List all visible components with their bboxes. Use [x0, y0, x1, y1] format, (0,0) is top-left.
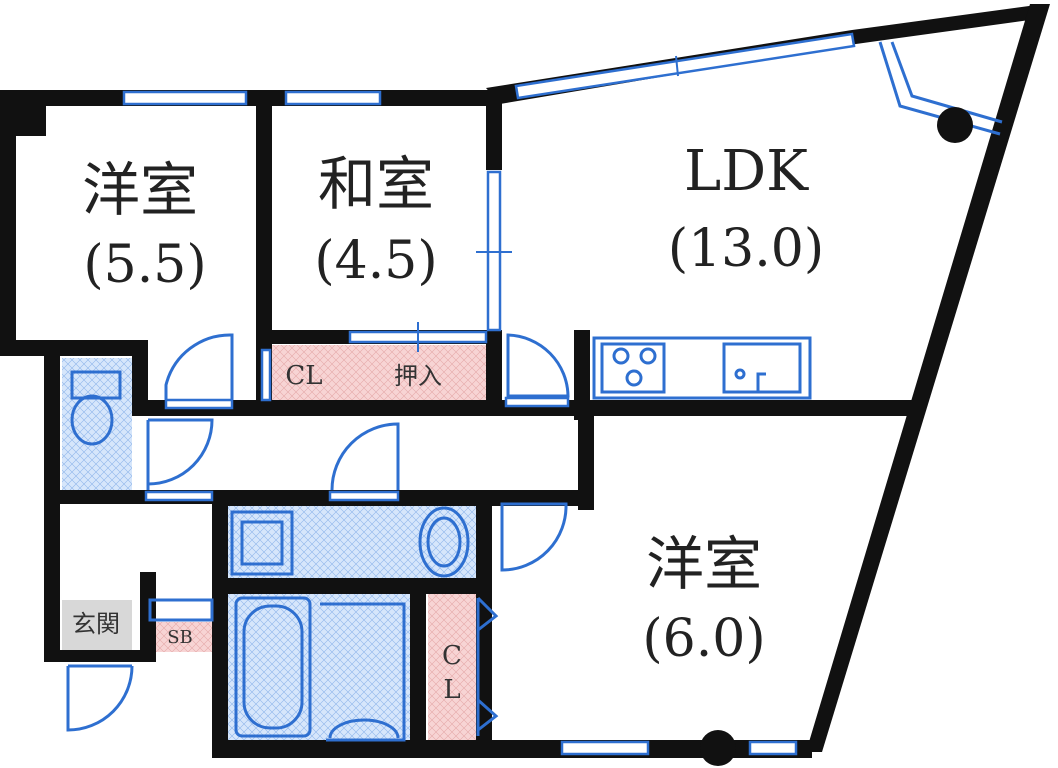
washroom-floor — [228, 505, 478, 580]
closet-2-fill — [428, 594, 478, 740]
room-name-ldk: LDK — [684, 139, 809, 204]
doors — [66, 333, 570, 732]
genkan-fill — [62, 600, 132, 652]
room-size-japanese: (4.5) — [314, 231, 437, 291]
closet-2-doors — [476, 596, 499, 736]
closet-2-label-c: C — [442, 641, 462, 671]
room-name-western-1: 洋室 — [82, 156, 198, 224]
toilet — [70, 370, 122, 446]
washing-machine — [230, 510, 294, 576]
shoe-box-label: SB — [167, 627, 193, 648]
kitchen-counter — [592, 336, 812, 400]
oshiire-label: 押入 — [394, 362, 442, 390]
column-marker — [937, 107, 973, 143]
shoe-box-fill — [148, 622, 212, 652]
room-name-japanese: 和室 — [318, 150, 434, 218]
room-name-western-2: 洋室 — [646, 530, 762, 598]
genkan-label: 玄関 — [72, 610, 120, 638]
shoe-box-shelf — [148, 598, 214, 622]
bathtub — [234, 596, 406, 742]
bathroom-floor — [228, 594, 426, 740]
room-size-western-1: (5.5) — [83, 235, 206, 295]
column-marker — [700, 730, 736, 766]
washbasin — [418, 506, 470, 578]
oshiire-fill — [350, 345, 487, 400]
closet-2-label-l: L — [443, 675, 460, 705]
room-size-ldk: (13.0) — [668, 219, 824, 279]
windows — [122, 32, 1003, 756]
room-size-western-2: (6.0) — [642, 609, 765, 669]
closet-1-fill — [272, 345, 350, 400]
closet-1-label: CL — [285, 361, 322, 391]
